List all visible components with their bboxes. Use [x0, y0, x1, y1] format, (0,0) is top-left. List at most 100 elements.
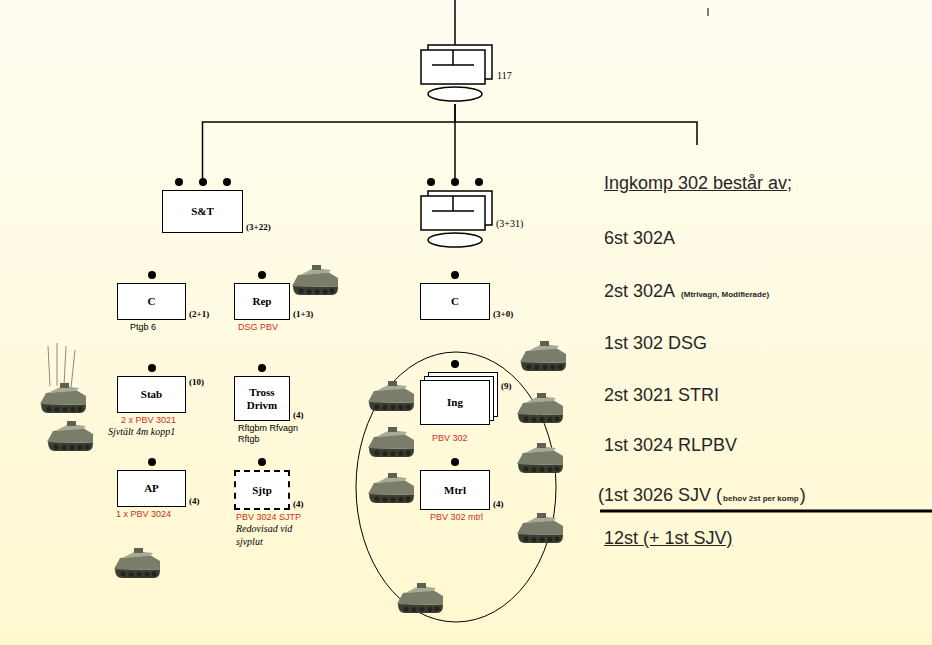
strength-count: 117 [497, 70, 512, 82]
symbol-frame [419, 190, 491, 250]
unit-box: Sjtp(4)PBV 3024 SJTPRedovisad vid sjvplu… [234, 458, 290, 510]
echelon-dot [175, 178, 183, 186]
echelon-dot [148, 364, 156, 372]
company-symbol: 117 [419, 44, 491, 104]
box-frame: Stab [117, 376, 186, 413]
composition-text: 6st 302A [604, 228, 675, 250]
echelon-marker [117, 271, 186, 279]
echelon-marker [419, 178, 491, 186]
vehicle-icon [520, 341, 566, 371]
echelon-dot [475, 178, 483, 186]
unit-name: S&T [191, 205, 214, 217]
box-frame: Tross Drivm [234, 376, 290, 421]
strength-count: (2+1) [189, 309, 209, 320]
vehicle-icon [114, 548, 160, 578]
echelon-dot [258, 364, 266, 372]
vehicle-icon [517, 443, 563, 473]
small-note: (Mtrlvagn, Modifierade) [681, 290, 769, 300]
strength-count: (10) [189, 377, 204, 388]
echelon-dot [148, 271, 156, 279]
tick-mark [708, 8, 709, 16]
unit-box: Tross Drivm(4)Rftgbm Rfvagn Rftgb [234, 364, 290, 421]
echelon-dot [451, 458, 459, 466]
echelon-marker [234, 364, 290, 372]
echelon-marker [420, 458, 490, 466]
text-line: 12st (+ 1st SJV) [604, 528, 733, 550]
box-frame: AP [117, 470, 186, 507]
echelon-marker [420, 271, 490, 279]
text-line: 1st 3024 RLPBV [604, 435, 737, 457]
unit-box: C(3+0) [420, 271, 490, 320]
unit-name: C [451, 295, 459, 307]
equipment-note: 2 x PBV 3021 [121, 415, 176, 426]
vehicle-icon [47, 421, 93, 451]
group-ellipse [356, 352, 556, 622]
vehicle-icon [368, 427, 414, 457]
echelon-dot [199, 178, 207, 186]
strength-count: (9) [501, 381, 512, 392]
symbol-front [421, 50, 485, 84]
org-line [203, 104, 456, 178]
unit-symbol [419, 44, 491, 104]
vehicle-icon [368, 473, 414, 503]
box-frame: Rep [234, 283, 290, 320]
unit-box: AP(4)1 x PBV 3024 [117, 458, 186, 507]
composition-text: 1st 302 DSG [604, 333, 707, 355]
composition-text: ) [800, 485, 806, 507]
vehicle-icon [517, 513, 563, 543]
unit-name: Rep [253, 295, 272, 307]
vehicle-icon [40, 383, 86, 413]
composition-text: 1st 3024 RLPBV [604, 435, 737, 457]
echelon-marker [117, 458, 186, 466]
track-ellipse [428, 233, 482, 247]
vehicle-icon [292, 265, 338, 295]
strength-count: (3+22) [246, 222, 271, 233]
composition-text: (1st 3026 SJV ( [598, 485, 722, 507]
echelon-marker [162, 178, 243, 186]
equipment-note: Ptgb 6 [130, 322, 156, 333]
unit-box: Rep(1+3)DSG PBV [234, 271, 290, 320]
equipment-note: Redovisad vid sjvplut [236, 523, 300, 548]
unit-name: C [148, 295, 156, 307]
vehicle-icon [397, 583, 443, 613]
sum-line [600, 510, 932, 513]
strength-count: (4) [293, 499, 304, 510]
org-line [454, 104, 456, 178]
echelon-marker [234, 458, 290, 466]
echelon-dot [451, 178, 459, 186]
box-frame: Sjtp [234, 470, 290, 510]
echelon-dot [451, 271, 459, 279]
strength-count: (4) [189, 496, 200, 507]
box-frame: C [117, 283, 186, 320]
vehicle-icon [517, 393, 563, 423]
small-note: behov 2st per komp [723, 494, 799, 504]
strength-count: (4) [493, 499, 504, 510]
text-line: 2st 3021 STRI [604, 385, 719, 407]
unit-name: Ing [447, 396, 463, 408]
text-line: 2st 302A(Mtrlvagn, Modifierade) [604, 281, 769, 303]
text-line: (1st 3026 SJV (behov 2st per komp) [598, 485, 806, 507]
composition-text: 2st 3021 STRI [604, 385, 719, 407]
platoon-symbol: (3+31) [419, 178, 491, 250]
echelon-marker [117, 364, 186, 372]
box-frame: Ing [420, 380, 490, 425]
equipment-note: 1 x PBV 3024 [116, 509, 171, 520]
echelon-marker [234, 271, 290, 279]
equipment-note: Rftgbm Rfvagn Rftgb [238, 423, 310, 446]
equipment-note: PBV 3024 SJTP [236, 512, 301, 523]
box-frame: C [420, 283, 490, 320]
echelon-dot [258, 458, 266, 466]
text-line: Ingkomp 302 består av; [604, 173, 792, 195]
equipment-note: DSG PBV [238, 322, 278, 333]
unit-name: Stab [141, 388, 162, 400]
symbol-frame [419, 44, 491, 104]
unit-box: C(2+1)Ptgb 6 [117, 271, 186, 320]
unit-box: S&T(3+22) [162, 178, 243, 233]
feed-line [454, 0, 456, 50]
track-ellipse [428, 87, 482, 101]
unit-name: AP [144, 482, 159, 494]
unit-box: Mtrl(4)PBV 302 mtrl [420, 458, 490, 510]
echelon-dot [148, 458, 156, 466]
symbol-front [421, 196, 485, 230]
